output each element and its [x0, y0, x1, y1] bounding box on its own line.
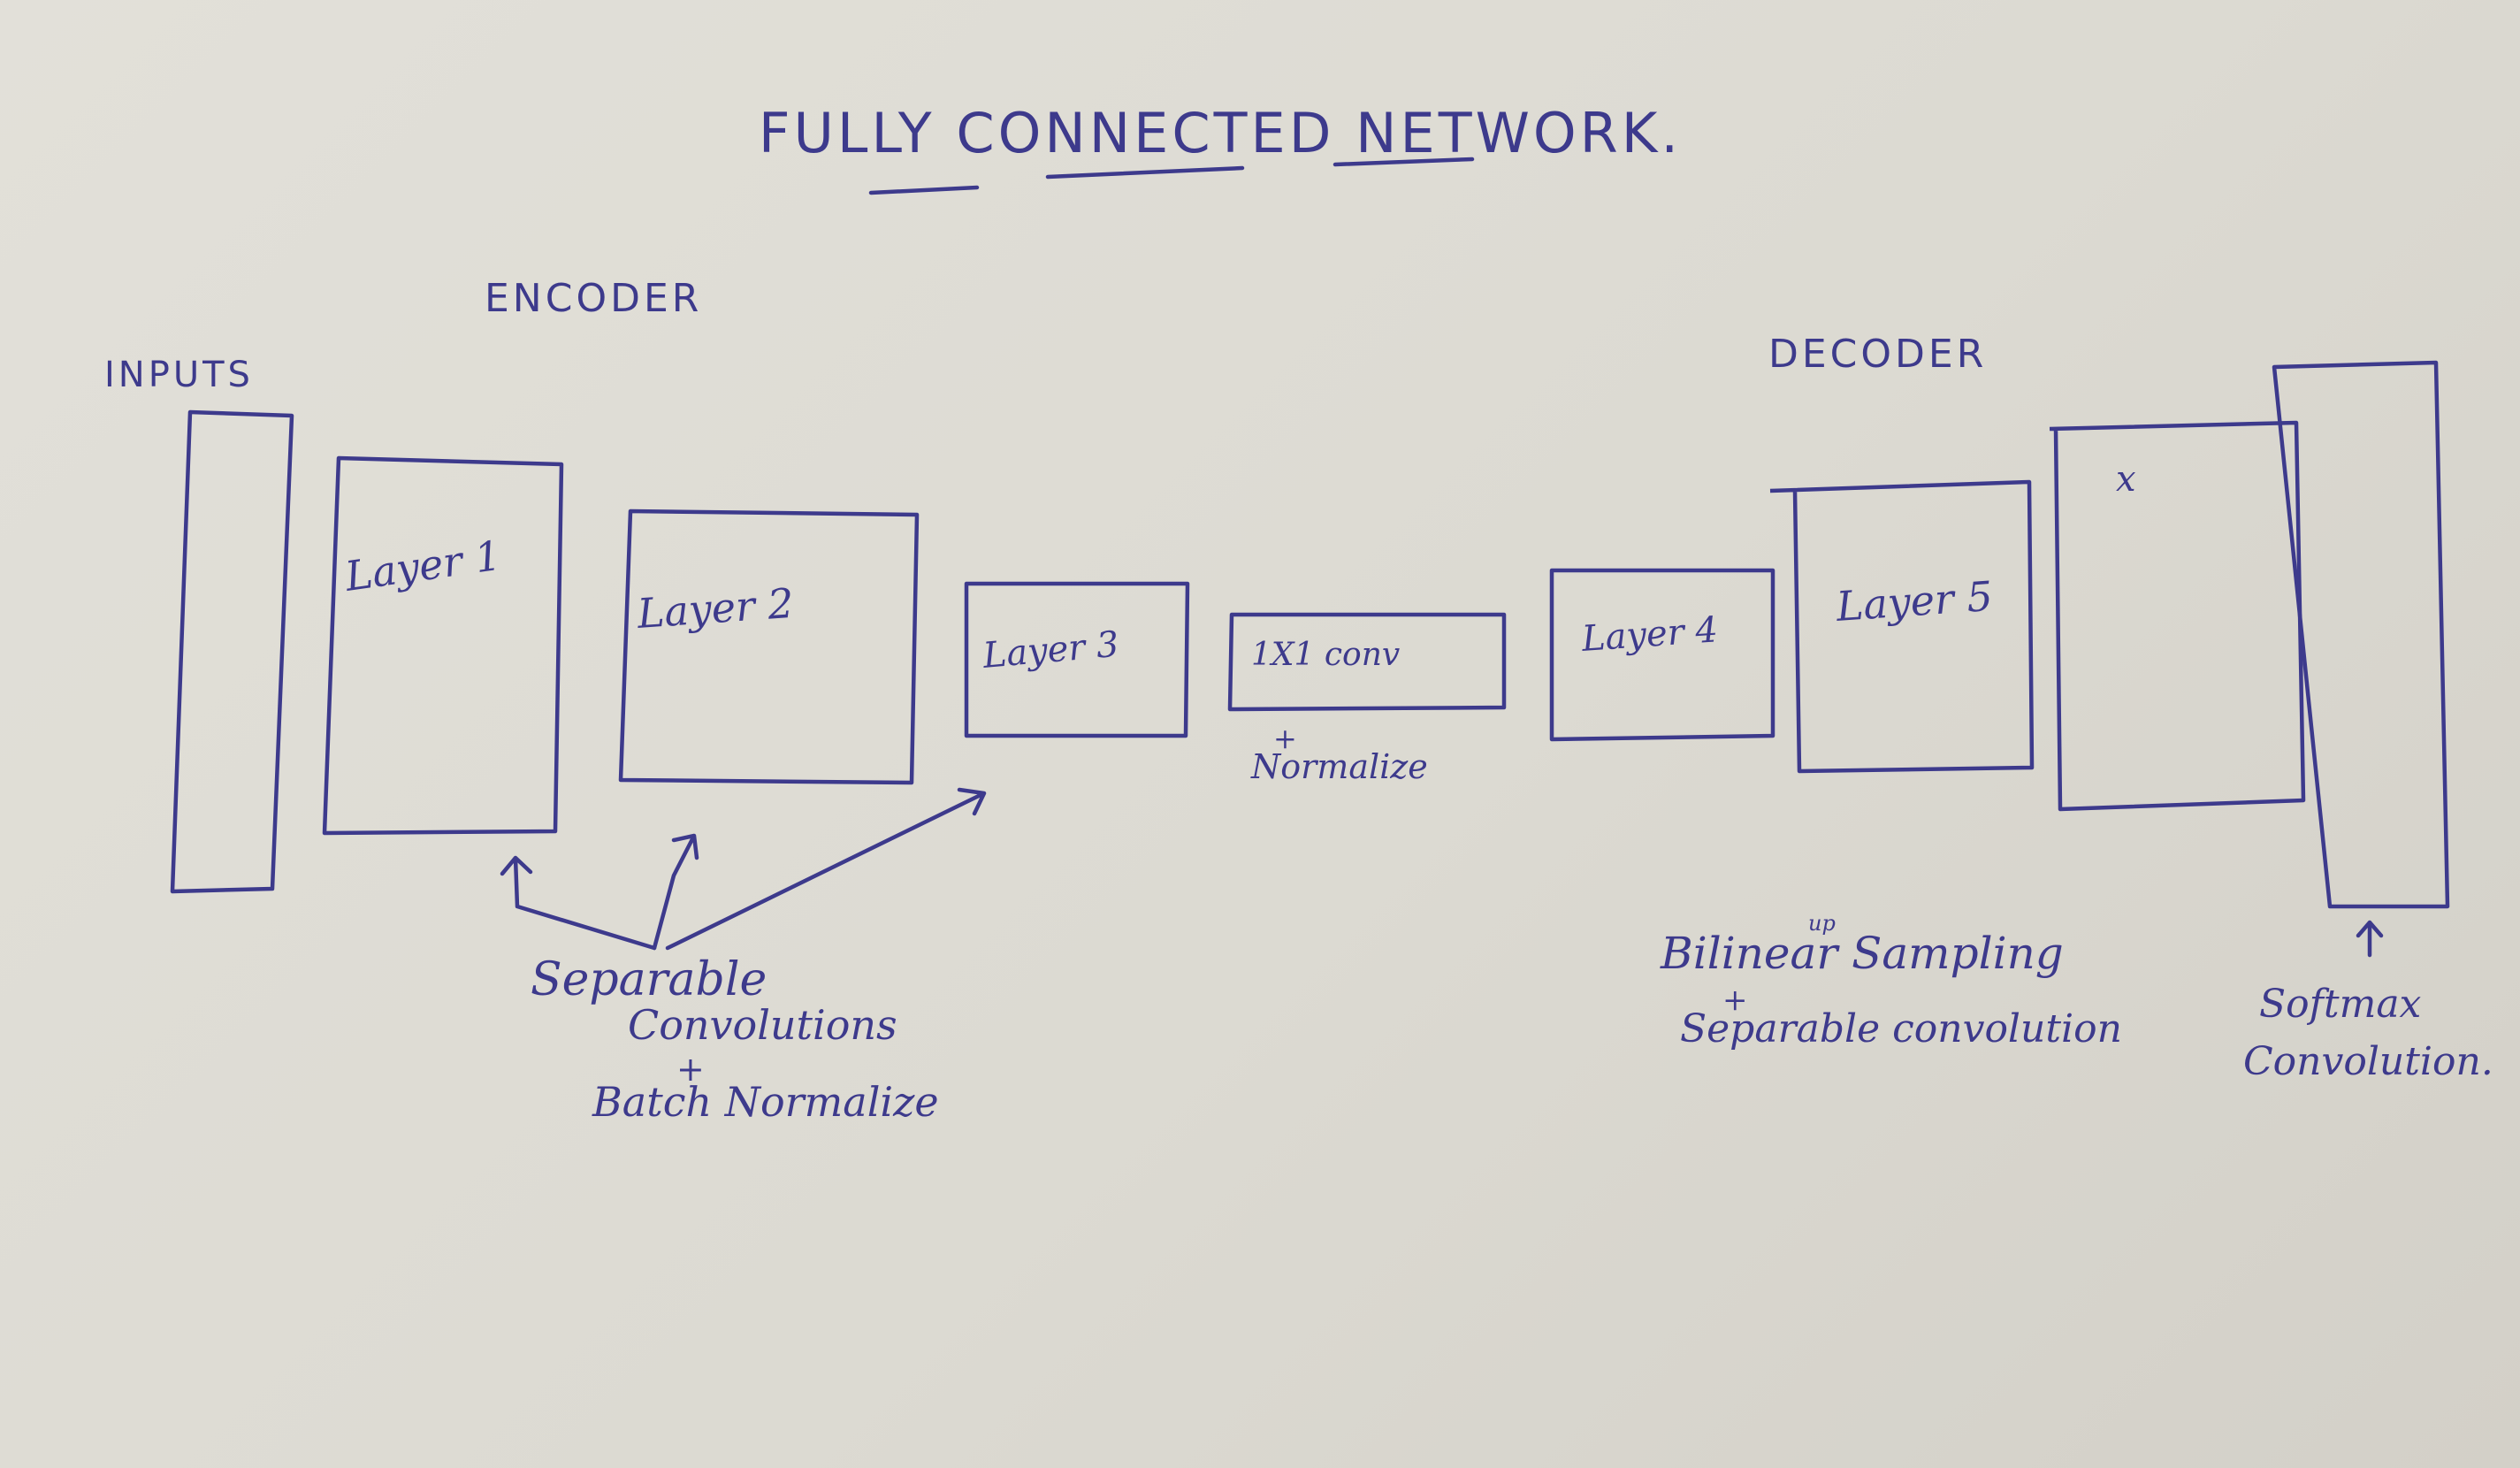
layer5-label: Layer 5 — [1834, 572, 1994, 631]
layer4-label: Layer 4 — [1579, 609, 1719, 660]
diagram-title: FULLY CONNECTED NETWORK. — [759, 101, 1682, 165]
encoder-note-line3: Batch Normalize — [592, 1078, 939, 1126]
inputs-block — [170, 409, 294, 894]
layer3-label: Layer 3 — [981, 624, 1120, 677]
inputs-label: INPUTS — [104, 355, 254, 395]
softmax-block — [2272, 360, 2450, 909]
decoder-note-up: up — [1808, 911, 1836, 936]
encoder-note-line2: Convolutions — [628, 1001, 897, 1049]
output-block — [2049, 420, 2306, 812]
conv1x1-plus: + — [1273, 722, 1297, 755]
arrow-to-layer1 — [500, 855, 657, 951]
layer1-block — [322, 455, 564, 836]
x-mark: x — [2116, 459, 2136, 500]
encoder-note-line1: Separable — [531, 953, 767, 1006]
softmax-note-line2: Convolution. — [2243, 1039, 2493, 1084]
arrow-to-layer3 — [665, 787, 987, 951]
decoder-label: DECODER — [1768, 332, 1987, 377]
decoder-note-line2: Separable convolution — [1680, 1006, 2122, 1051]
layer3-block — [964, 581, 1190, 738]
layer2-block — [618, 508, 920, 785]
arrow-to-layer2 — [652, 833, 699, 951]
title-underline-3 — [1333, 157, 1475, 167]
arrow-to-softmax — [2356, 920, 2384, 958]
conv1x1-normalize: Normalize — [1250, 747, 1428, 786]
decoder-note-line1: Bilinear Sampling — [1660, 928, 2064, 979]
layer5-block — [1769, 479, 2035, 774]
encoder-note-plus: + — [676, 1050, 705, 1089]
layer2-label: Layer 2 — [635, 579, 795, 638]
title-underline-1 — [868, 185, 980, 195]
conv1x1-label: 1X1 conv — [1251, 637, 1400, 673]
conv1x1-block — [1227, 612, 1507, 712]
encoder-label: ENCODER — [485, 276, 702, 321]
layer4-block — [1549, 568, 1775, 742]
softmax-note-line1: Softmax — [2259, 982, 2422, 1027]
title-underline-2 — [1045, 165, 1245, 180]
layer1-label: Layer 1 — [341, 531, 504, 600]
decoder-note-plus: + — [1722, 982, 1748, 1018]
